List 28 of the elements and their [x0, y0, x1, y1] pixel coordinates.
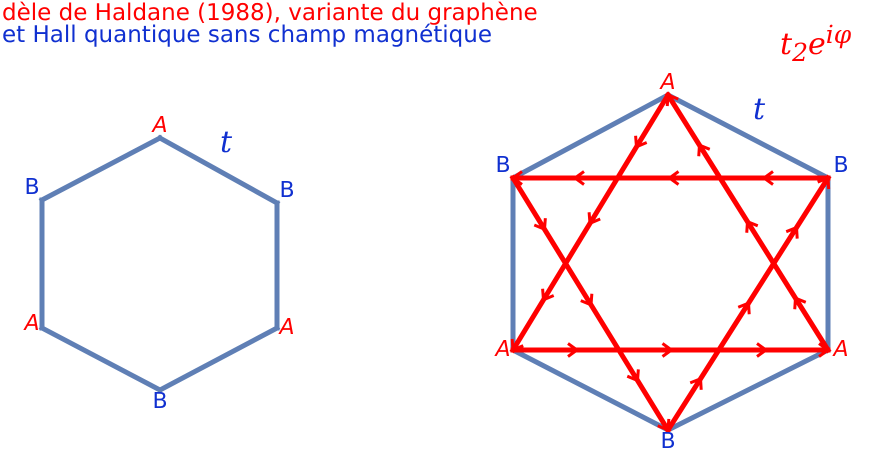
hexagon-side — [274, 200, 280, 330]
vertex-label: B — [152, 391, 168, 413]
hexagon-side — [40, 198, 44, 330]
vertex-label: A — [660, 72, 676, 94]
hopping-term: t — [753, 92, 766, 127]
hopping-arrow — [664, 92, 832, 354]
hopping-arrow — [510, 342, 830, 358]
vertex-label: B — [833, 155, 849, 177]
hopping-arrow — [510, 174, 672, 432]
vertex-label: A — [833, 339, 849, 361]
vertex-label: A — [24, 313, 40, 335]
hopping-arrow — [510, 170, 830, 186]
hopping-arrow — [664, 174, 832, 432]
hexagon-side — [158, 326, 280, 392]
hopping-term: t$_{2}$e$^{iφ}$ — [780, 20, 852, 67]
hopping-arrow — [510, 92, 672, 354]
vertex-label: A — [495, 339, 511, 361]
vertex-label: A — [279, 317, 295, 339]
vertex-label: B — [495, 155, 511, 177]
hexagon-side — [158, 136, 280, 206]
vertex-label: B — [660, 431, 676, 453]
hopping-term: t — [220, 125, 232, 160]
vertex-label: B — [24, 177, 40, 199]
hexagon-side — [40, 136, 162, 202]
vertex-label: A — [152, 115, 168, 137]
hexagon-side — [40, 326, 162, 392]
vertex-label: B — [279, 180, 295, 202]
heading-text: et Hall quantique sans champ magnétique — [2, 22, 492, 48]
